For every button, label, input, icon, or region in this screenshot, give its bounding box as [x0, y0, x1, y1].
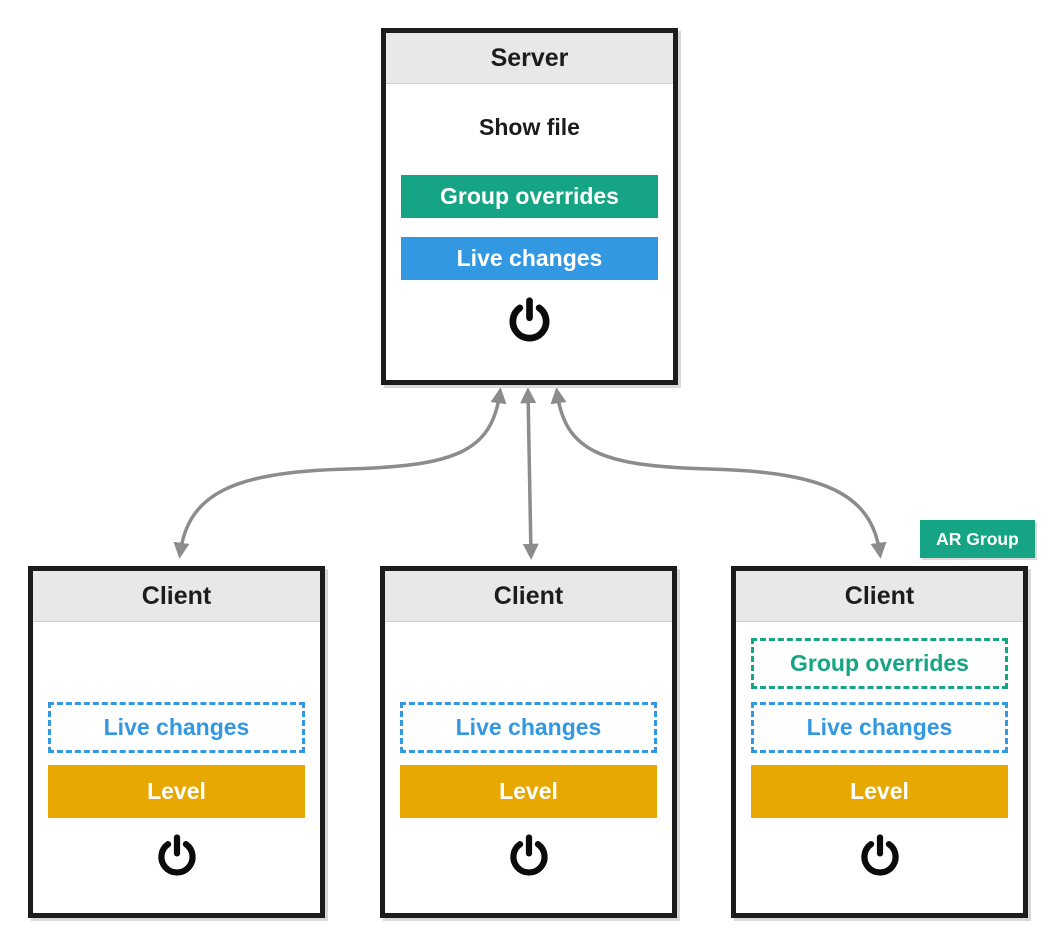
arrow-server-client-middle [520, 387, 539, 560]
client-1-power-icon [33, 834, 320, 878]
server-title: Server [386, 33, 673, 84]
server-node: Server Show file Group overrides Live ch… [381, 28, 678, 385]
client-node-1: Client Live changes Level [28, 566, 325, 918]
client-node-3: Client Group overrides Live changes Leve… [731, 566, 1028, 918]
client-node-2: Client Live changes Level [380, 566, 677, 918]
client-2-level-box: Level [400, 765, 657, 818]
client-2-power-icon [385, 834, 672, 878]
client-3-power-icon [736, 834, 1023, 878]
arrow-server-client-right [550, 387, 887, 559]
client-3-level-box: Level [751, 765, 1008, 818]
client-3-group-overrides-box: Group overrides [751, 638, 1008, 689]
client-1-level-box: Level [48, 765, 305, 818]
arrow-server-client-left [173, 387, 507, 559]
client-2-live-changes-box: Live changes [400, 702, 657, 753]
client-3-live-changes-box: Live changes [751, 702, 1008, 753]
client-2-title: Client [385, 571, 672, 622]
client-3-title: Client [736, 571, 1023, 622]
server-power-icon [386, 297, 673, 344]
ar-group-badge: AR Group [920, 520, 1035, 558]
show-file-label: Show file [479, 114, 580, 140]
server-group-overrides-box: Group overrides [401, 175, 658, 218]
server-live-changes-box: Live changes [401, 237, 658, 280]
client-1-live-changes-box: Live changes [48, 702, 305, 753]
client-1-title: Client [33, 571, 320, 622]
